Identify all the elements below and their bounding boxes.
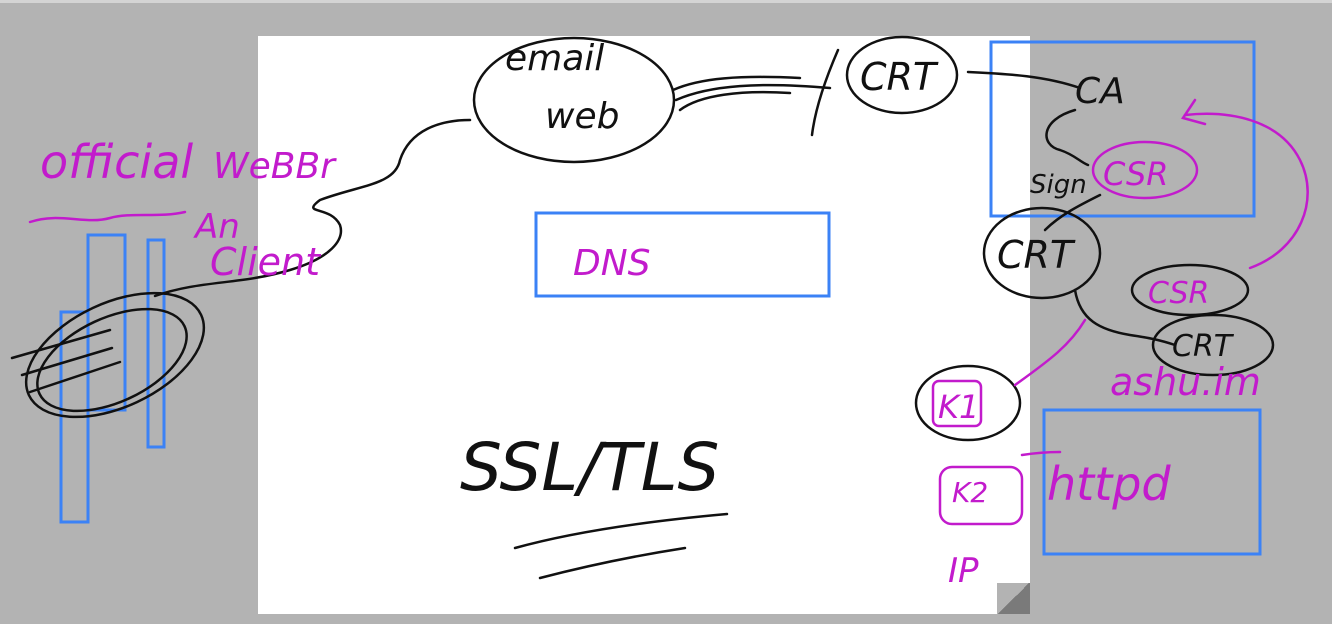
httpd-label: httpd: [1047, 457, 1171, 511]
client-to-web-link: [153, 118, 472, 298]
web-label: web: [545, 96, 619, 137]
sign-to-crt-link: [1043, 193, 1102, 232]
k1-to-crt-link: [1013, 318, 1087, 387]
ashu-im-label: ashu.im: [1110, 360, 1261, 404]
csr-right-node: [1130, 263, 1250, 317]
k2-to-httpd-link: [1020, 450, 1062, 457]
crt-divider: [810, 48, 840, 137]
blue-bar-2: [146, 238, 166, 449]
dns-box: [534, 211, 831, 298]
web-to-crt-link: [671, 75, 832, 112]
crt-top-node: [845, 35, 959, 115]
k2-label: K2: [952, 476, 988, 509]
official-label: official: [40, 135, 193, 189]
crt-right-label: CRT: [1172, 329, 1235, 364]
k1-box: [931, 379, 983, 428]
csr-right-label: CSR: [1148, 276, 1209, 311]
webbr-label: WeBBr: [213, 146, 337, 187]
dns-label: DNS: [573, 243, 651, 284]
official-underline: [28, 210, 187, 224]
top-edge: [0, 0, 1332, 3]
page-fold-corner: [997, 583, 1030, 614]
csr-node: [1091, 140, 1199, 200]
ca-box: [989, 40, 1256, 218]
ca-label: CA: [1075, 71, 1125, 112]
crt-mid-node: [982, 206, 1102, 300]
crt-to-ca-link: [966, 70, 1082, 90]
an-label: An: [193, 207, 240, 247]
crt-right-node: [1151, 313, 1275, 377]
ca-to-csr-curve: [1045, 108, 1090, 167]
sign-label: Sign: [1030, 170, 1087, 200]
ip-label: IP: [948, 551, 979, 591]
ssl-underline-1: [513, 512, 729, 550]
client-node: [24, 291, 206, 419]
k1-node: [914, 364, 1022, 442]
csr-label: CSR: [1103, 155, 1168, 193]
client-node-inner: [36, 307, 188, 413]
client-label: Client: [210, 240, 322, 284]
email-web-node: [472, 36, 676, 164]
ssl-underline-2: [538, 546, 687, 580]
ssl-tls-label: SSL/TLS: [460, 429, 719, 506]
csr-arrow-head: [1180, 98, 1207, 126]
k1-label: K1: [938, 388, 979, 426]
whiteboard-page: [258, 36, 1030, 614]
crt-top-label: CRT: [860, 55, 939, 99]
csr-to-ca-arrow: [1183, 112, 1309, 270]
crt-mid-to-right-link: [1073, 288, 1177, 347]
crt-mid-label: CRT: [997, 233, 1076, 277]
email-label: email: [505, 38, 604, 79]
k2-box: [938, 465, 1024, 526]
httpd-box: [1042, 408, 1262, 556]
client-hatch: [10, 328, 122, 394]
